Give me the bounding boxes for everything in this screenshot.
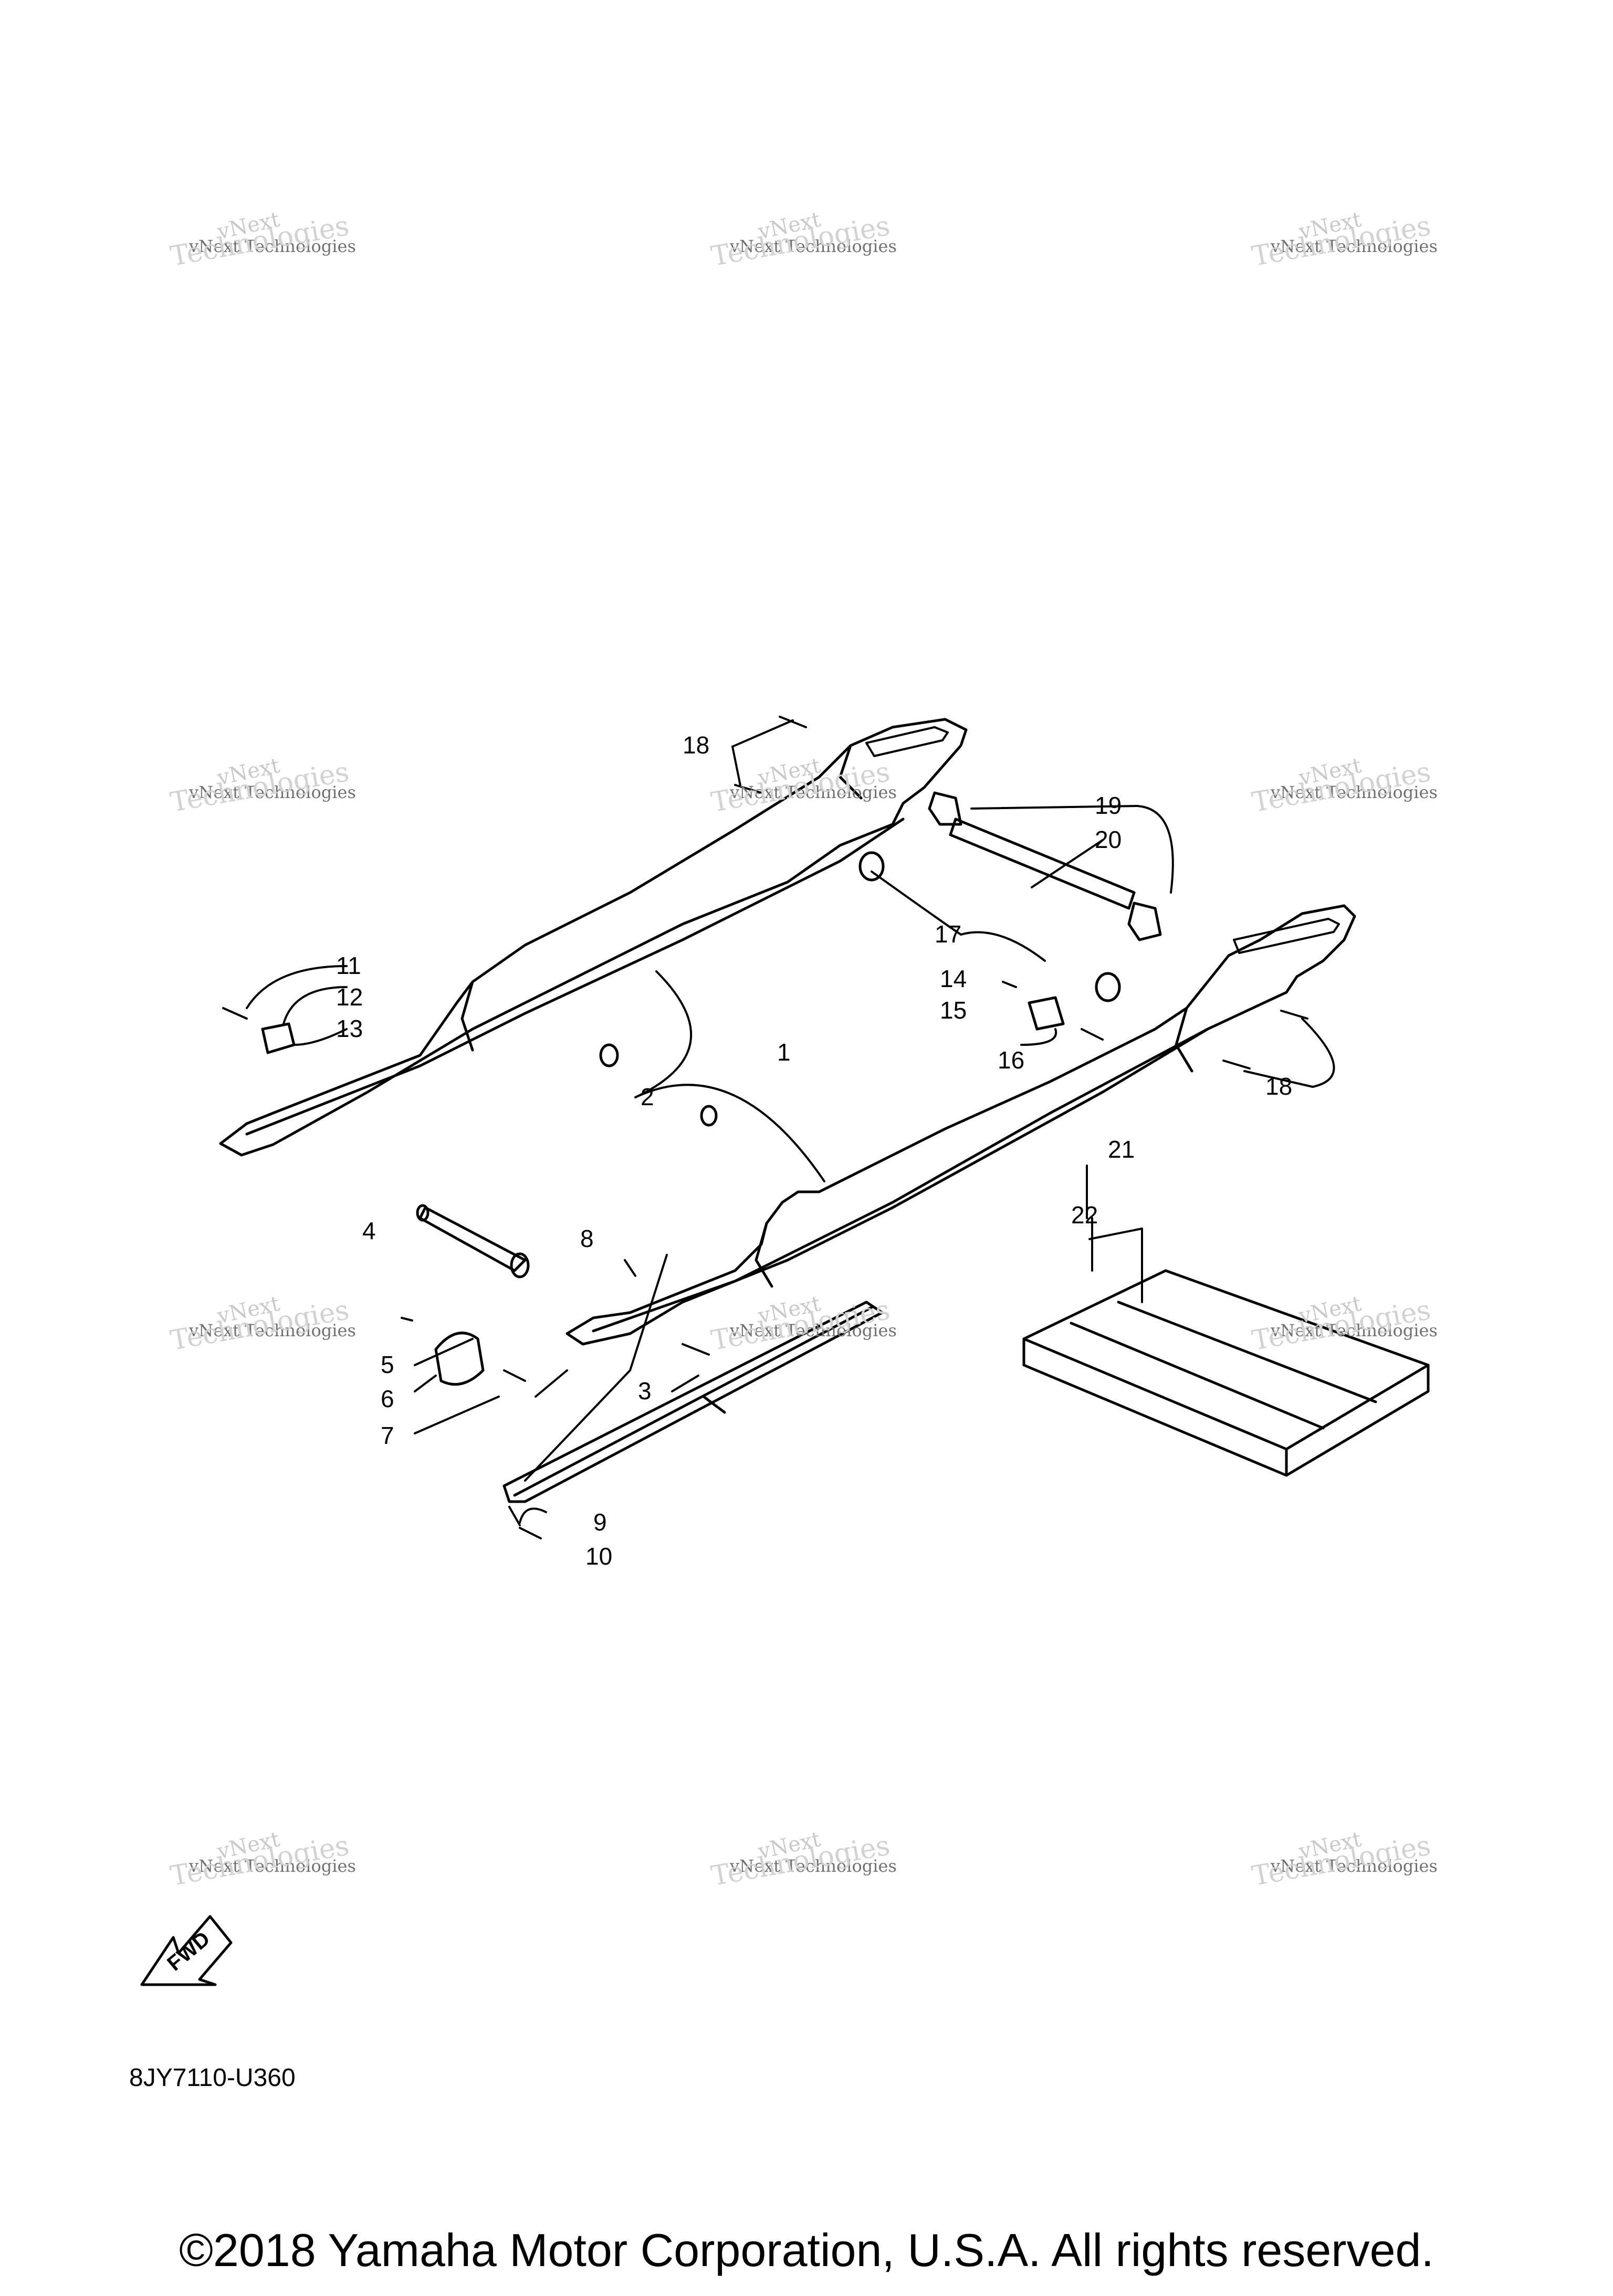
fwd-arrow-icon <box>140 1915 233 1986</box>
callout-3: 3 <box>638 1377 652 1404</box>
callout-9: 9 <box>593 1508 607 1536</box>
rear-upper-shaft <box>928 791 1162 941</box>
part-code: 8JY7110-U360 <box>129 2064 296 2092</box>
callout-19: 19 <box>1095 792 1122 819</box>
callout-22: 22 <box>1071 1201 1098 1229</box>
callout-7: 7 <box>381 1422 394 1449</box>
callout-21: 21 <box>1108 1136 1135 1163</box>
callout-14: 14 <box>940 965 967 992</box>
stopper <box>434 1332 485 1386</box>
slide-runner <box>502 1301 884 1503</box>
cross-shaft <box>416 1204 530 1278</box>
slide-rail-right <box>565 904 1356 1346</box>
callout-1: 1 <box>777 1039 791 1066</box>
callout-4: 4 <box>362 1217 376 1244</box>
collar <box>599 851 1121 1127</box>
callout-20: 20 <box>1095 826 1122 853</box>
bolt <box>222 716 1308 1526</box>
callout-6: 6 <box>381 1385 394 1412</box>
copyright-notice: ©2018 Yamaha Motor Corporation, U.S.A. A… <box>179 2224 1434 2276</box>
callout-2: 2 <box>641 1083 654 1110</box>
track <box>1022 1269 1430 1477</box>
callout-13: 13 <box>336 1015 363 1042</box>
callout-10: 10 <box>585 1543 612 1570</box>
callout-11: 11 <box>336 952 361 979</box>
fwd-label: FWD <box>163 1927 214 1975</box>
callout-16: 16 <box>998 1046 1024 1074</box>
callout-18-right: 18 <box>1265 1073 1292 1100</box>
callout-12: 12 <box>336 983 363 1011</box>
callout-15: 15 <box>940 997 967 1024</box>
callout-18-top: 18 <box>683 731 709 759</box>
callout-5: 5 <box>381 1351 394 1378</box>
callout-8: 8 <box>580 1225 594 1252</box>
slide-rail-left <box>219 718 968 1157</box>
leader-lines <box>246 719 1335 1539</box>
callout-17: 17 <box>935 920 961 948</box>
